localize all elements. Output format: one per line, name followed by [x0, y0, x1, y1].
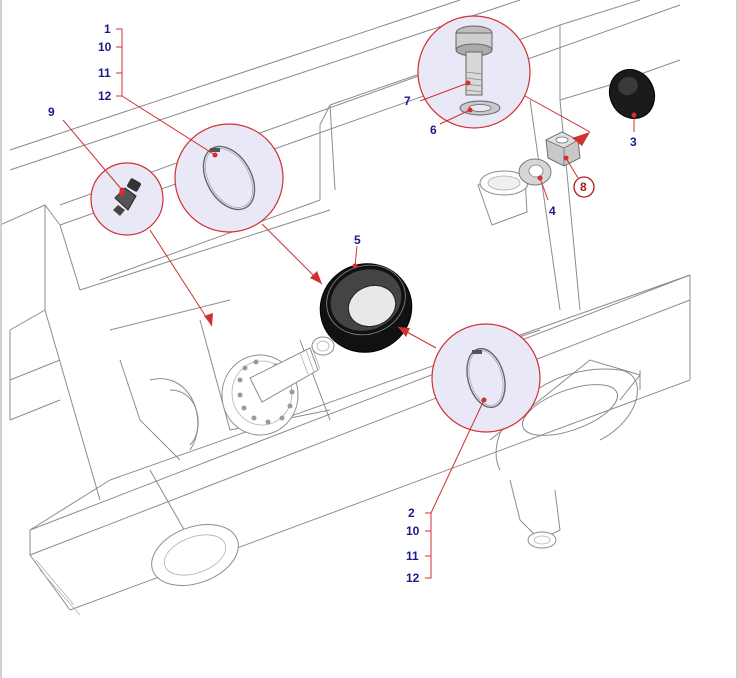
label-part-7[interactable]: 7: [404, 94, 411, 108]
label-part-11-upper[interactable]: 11: [98, 66, 111, 80]
callout-circle-clamp-lower: [431, 323, 541, 433]
label-part-2[interactable]: 2: [408, 506, 415, 520]
bolt-icon: [455, 25, 493, 96]
label-part-11-lower[interactable]: 11: [406, 549, 419, 563]
right-edge-bar: [736, 0, 738, 678]
label-part-3[interactable]: 3: [630, 135, 637, 149]
label-part-4[interactable]: 4: [549, 204, 556, 218]
callout-circle-grease-nipple: [90, 162, 164, 236]
cap-icon: [608, 69, 656, 119]
label-part-6[interactable]: 6: [430, 123, 437, 137]
leader-lines: [62, 28, 637, 579]
part-labels[interactable]: 1 10 11 12 9 7 6 3 8 4 5 2 10 11 12: [48, 22, 637, 585]
label-part-9[interactable]: 9: [48, 105, 55, 119]
nut-icon: [545, 131, 581, 167]
label-part-10-lower[interactable]: 10: [406, 524, 420, 538]
label-part-1[interactable]: 1: [104, 22, 111, 36]
label-part-12-lower[interactable]: 12: [406, 571, 420, 585]
label-part-8[interactable]: 8: [580, 180, 587, 194]
washer-icon: [518, 158, 552, 186]
spindle-icon: [221, 336, 335, 436]
label-part-12-upper[interactable]: 12: [98, 89, 112, 103]
callout-circle-bolt: [417, 15, 531, 129]
seal-ring-icon: [319, 263, 413, 353]
clamp-ring-icon: [466, 347, 506, 409]
washer-split-icon: [459, 100, 501, 116]
bushing-icon: [477, 170, 529, 226]
label-part-5[interactable]: 5: [354, 233, 361, 247]
frame-structure: [0, 0, 691, 616]
callout-circle-clamp-upper: [174, 123, 284, 233]
label-part-10-upper[interactable]: 10: [98, 40, 112, 54]
highlight-ring: [573, 176, 595, 198]
clamp-ring-icon: [202, 145, 256, 211]
left-edge-bar: [0, 0, 2, 678]
